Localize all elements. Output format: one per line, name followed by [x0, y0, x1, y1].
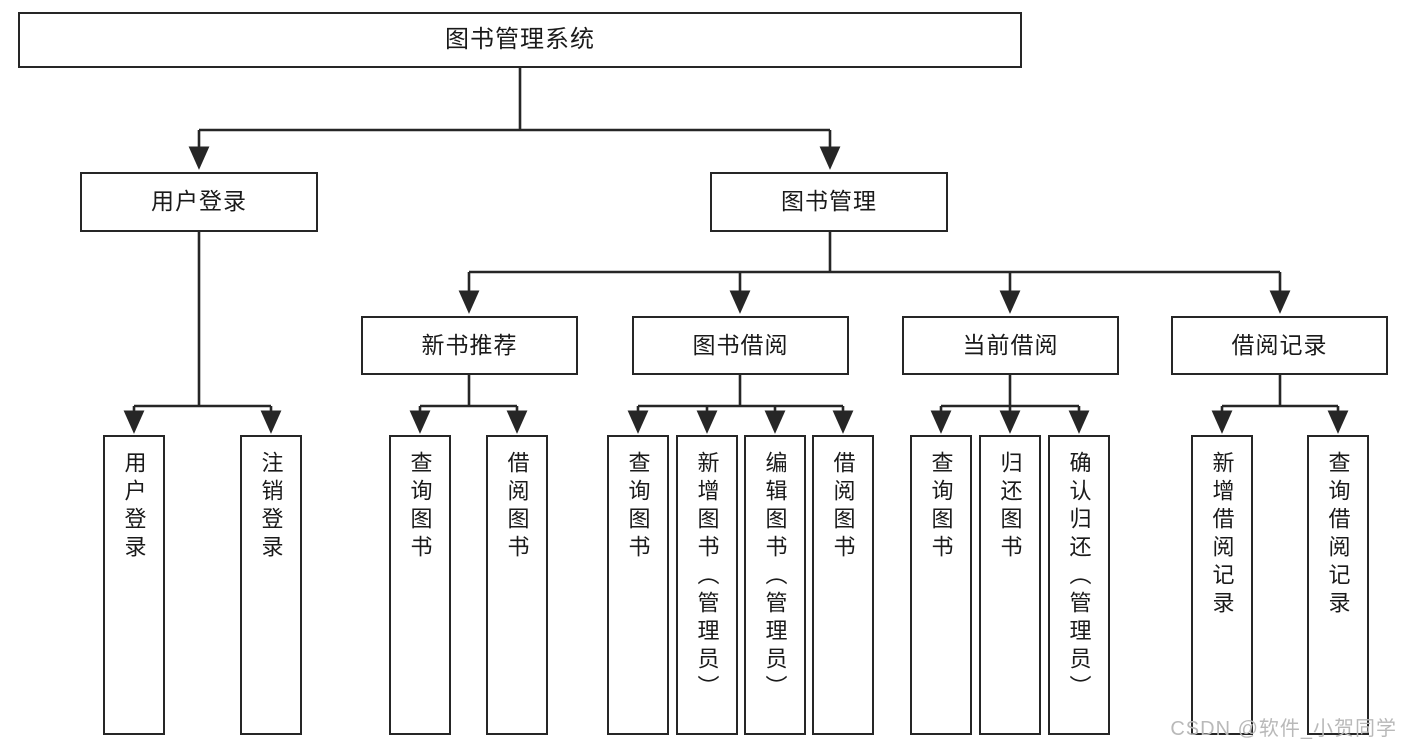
- node-label: 图书借阅: [692, 331, 789, 358]
- leaf-borrow-book-recommend[interactable]: 借阅图书: [486, 435, 548, 735]
- node-book-management[interactable]: 图书管理: [710, 172, 948, 232]
- leaf-edit-book-admin[interactable]: 编辑图书（管理员）: [744, 435, 806, 735]
- node-label: 查询图书: [928, 451, 954, 563]
- leaf-user-login[interactable]: 用户登录: [103, 435, 165, 735]
- node-label: 借阅图书: [830, 451, 856, 563]
- leaf-query-book-borrow[interactable]: 查询图书: [607, 435, 669, 735]
- node-label: 新增借阅记录: [1209, 451, 1235, 619]
- node-label: 确认归还（管理员）: [1066, 451, 1092, 703]
- node-label: 查询图书: [625, 451, 651, 563]
- leaf-logout[interactable]: 注销登录: [240, 435, 302, 735]
- node-borrow-record[interactable]: 借阅记录: [1171, 316, 1388, 375]
- node-label: 查询图书: [407, 451, 433, 563]
- node-label: 借阅图书: [504, 451, 530, 563]
- node-new-book-recommend[interactable]: 新书推荐: [361, 316, 578, 375]
- leaf-add-borrow-record[interactable]: 新增借阅记录: [1191, 435, 1253, 735]
- node-label: 图书管理系统: [445, 25, 595, 53]
- node-label: 当前借阅: [962, 331, 1059, 358]
- node-label: 编辑图书（管理员）: [762, 451, 788, 703]
- node-label: 新书推荐: [421, 331, 518, 358]
- node-label: 注销登录: [258, 451, 284, 563]
- node-root-system[interactable]: 图书管理系统: [18, 12, 1022, 68]
- node-label: 查询借阅记录: [1325, 451, 1351, 619]
- node-book-borrow[interactable]: 图书借阅: [632, 316, 849, 375]
- node-current-borrow[interactable]: 当前借阅: [902, 316, 1119, 375]
- node-user-login[interactable]: 用户登录: [80, 172, 318, 232]
- node-label: 归还图书: [997, 451, 1023, 563]
- node-label: 借阅记录: [1231, 331, 1328, 358]
- node-label: 用户登录: [121, 451, 147, 563]
- leaf-add-book-admin[interactable]: 新增图书（管理员）: [676, 435, 738, 735]
- leaf-return-book[interactable]: 归还图书: [979, 435, 1041, 735]
- node-label: 用户登录: [151, 188, 247, 215]
- leaf-borrow-book[interactable]: 借阅图书: [812, 435, 874, 735]
- leaf-query-borrow-record[interactable]: 查询借阅记录: [1307, 435, 1369, 735]
- node-label: 新增图书（管理员）: [694, 451, 720, 703]
- leaf-query-book-recommend[interactable]: 查询图书: [389, 435, 451, 735]
- leaf-query-book-current[interactable]: 查询图书: [910, 435, 972, 735]
- watermark-text: CSDN @软件_小贺同学: [1170, 718, 1397, 740]
- node-label: 图书管理: [781, 188, 877, 215]
- leaf-confirm-return-admin[interactable]: 确认归还（管理员）: [1048, 435, 1110, 735]
